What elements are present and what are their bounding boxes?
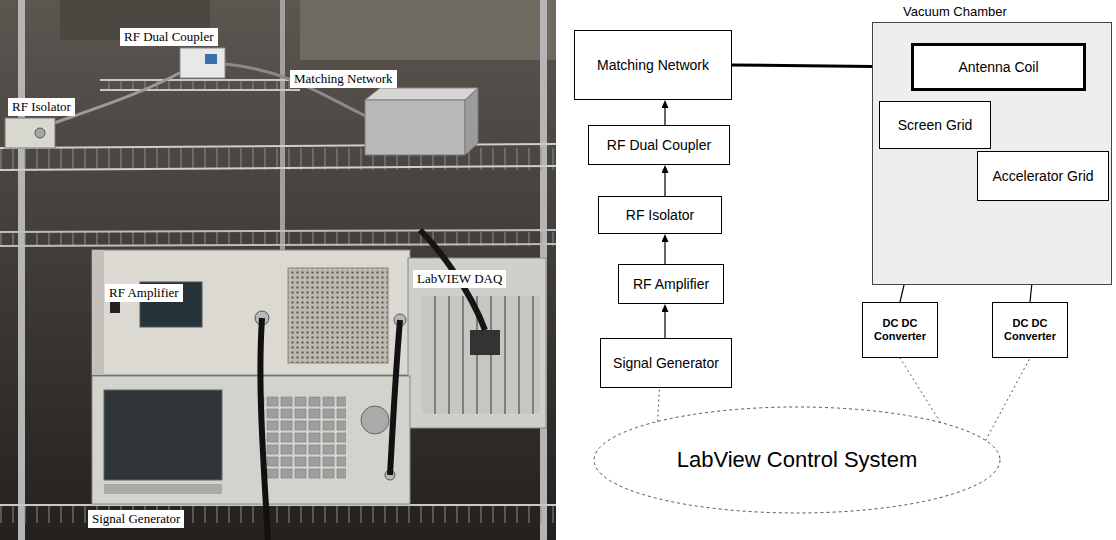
matching-box: Matching Network <box>574 30 732 100</box>
shelf-rail <box>100 79 300 81</box>
generator-screen <box>104 390 222 480</box>
node-text: DC DC Converter <box>997 317 1063 343</box>
connector-arrow <box>664 173 665 196</box>
grid-box: Accelerator Grid <box>977 151 1109 201</box>
shelf-rail <box>100 89 300 91</box>
node-text: DC DC Converter <box>867 317 933 343</box>
coupler-box: RF Dual Coupler <box>588 125 730 165</box>
dashed-ellipse-outline <box>594 407 1000 513</box>
isolator-box <box>5 118 55 148</box>
isolator-box: RF Isolator <box>598 196 722 234</box>
wire-shelf <box>100 80 300 90</box>
connector-arrow <box>664 242 665 264</box>
generator-softkeys <box>104 484 222 494</box>
matching-box-side <box>465 88 478 155</box>
connector-arrow <box>664 312 665 338</box>
amplifier-case <box>92 250 410 375</box>
dotted-link <box>900 358 941 423</box>
node-text: Antenna Coil <box>958 59 1038 76</box>
wire-shelf <box>0 505 556 523</box>
coupler-port <box>205 54 217 64</box>
generator-case <box>92 376 410 504</box>
shelf-post <box>18 0 25 540</box>
cable <box>260 318 268 540</box>
connector <box>35 128 45 138</box>
coupler-box <box>180 48 225 78</box>
cable <box>390 320 400 475</box>
photo-label: LabVIEW DAQ <box>413 270 506 288</box>
photo-label: RF Isolator <box>8 98 75 116</box>
shelf-rail <box>0 244 556 246</box>
generator-knob <box>361 406 389 434</box>
amplifier-box: RF Amplifier <box>618 264 724 304</box>
photo-background <box>0 0 556 540</box>
generator-keypad <box>262 396 346 480</box>
generator-box: Signal Generator <box>600 338 732 388</box>
thick-arrow <box>732 65 895 67</box>
dotted-link <box>658 388 660 422</box>
photo-label: Matching Network <box>290 70 397 88</box>
wire-shelf <box>0 148 556 170</box>
shelf-post <box>280 0 285 250</box>
daq-connector <box>470 330 500 355</box>
node-text: RF Amplifier <box>633 276 709 293</box>
photo-label: RF Amplifier <box>105 284 183 302</box>
shelf-rail <box>0 166 556 170</box>
daq-chassis <box>408 258 546 428</box>
matching-box-top <box>365 88 478 100</box>
dotted-link <box>986 358 1030 440</box>
photo-label: RF Dual Coupler <box>120 28 218 46</box>
wire-shelf <box>0 232 556 246</box>
node-text: RF Isolator <box>626 207 694 224</box>
node-text: Matching Network <box>597 57 709 74</box>
node-text: Accelerator Grid <box>992 168 1093 185</box>
back-wall <box>300 0 556 60</box>
node-text: RF Dual Coupler <box>607 137 711 154</box>
chamber-box: Vacuum ChamberAntenna CoilScreen GridAcc… <box>872 22 1112 285</box>
chamber-heading: Vacuum Chamber <box>903 4 1007 20</box>
converter-box: DC DC Converter <box>992 302 1068 358</box>
shelf-rail <box>0 230 556 232</box>
node-text: LabView Control System <box>677 447 918 473</box>
node-text: Signal Generator <box>613 355 719 372</box>
amplifier-handle <box>92 250 104 375</box>
converter-box: DC DC Converter <box>862 302 938 358</box>
matching-box <box>365 100 465 155</box>
antenna-box: Antenna Coil <box>911 43 1086 91</box>
node-text: Screen Grid <box>898 117 973 134</box>
connector-arrow <box>664 108 665 125</box>
control-ellipse: LabView Control System <box>592 405 1002 515</box>
photo-label: Signal Generator <box>88 510 184 528</box>
grid-box: Screen Grid <box>879 101 991 149</box>
amplifier-grille <box>288 268 388 363</box>
